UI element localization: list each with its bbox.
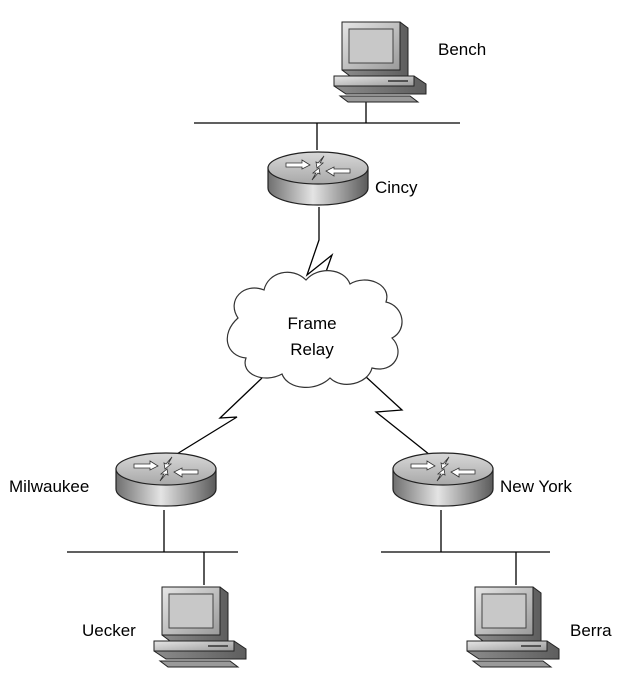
uecker-pc-icon	[154, 587, 246, 667]
berra-label: Berra	[570, 621, 612, 641]
frame-relay-label-line1: Frame	[257, 311, 367, 337]
bench-pc-icon	[334, 22, 426, 102]
milwaukee-serial-link	[172, 378, 262, 457]
milwaukee-label: Milwaukee	[9, 477, 89, 497]
newyork-serial-link	[365, 376, 430, 455]
uecker-label: Uecker	[82, 621, 136, 641]
newyork-label: New York	[500, 477, 572, 497]
berra-pc-icon	[467, 587, 559, 667]
milwaukee-router-icon	[116, 453, 216, 506]
frame-relay-label-line2: Relay	[257, 337, 367, 363]
bench-label: Bench	[438, 40, 486, 60]
cincy-label: Cincy	[375, 178, 418, 198]
newyork-router-icon	[393, 453, 493, 506]
cincy-router-icon	[268, 152, 368, 205]
